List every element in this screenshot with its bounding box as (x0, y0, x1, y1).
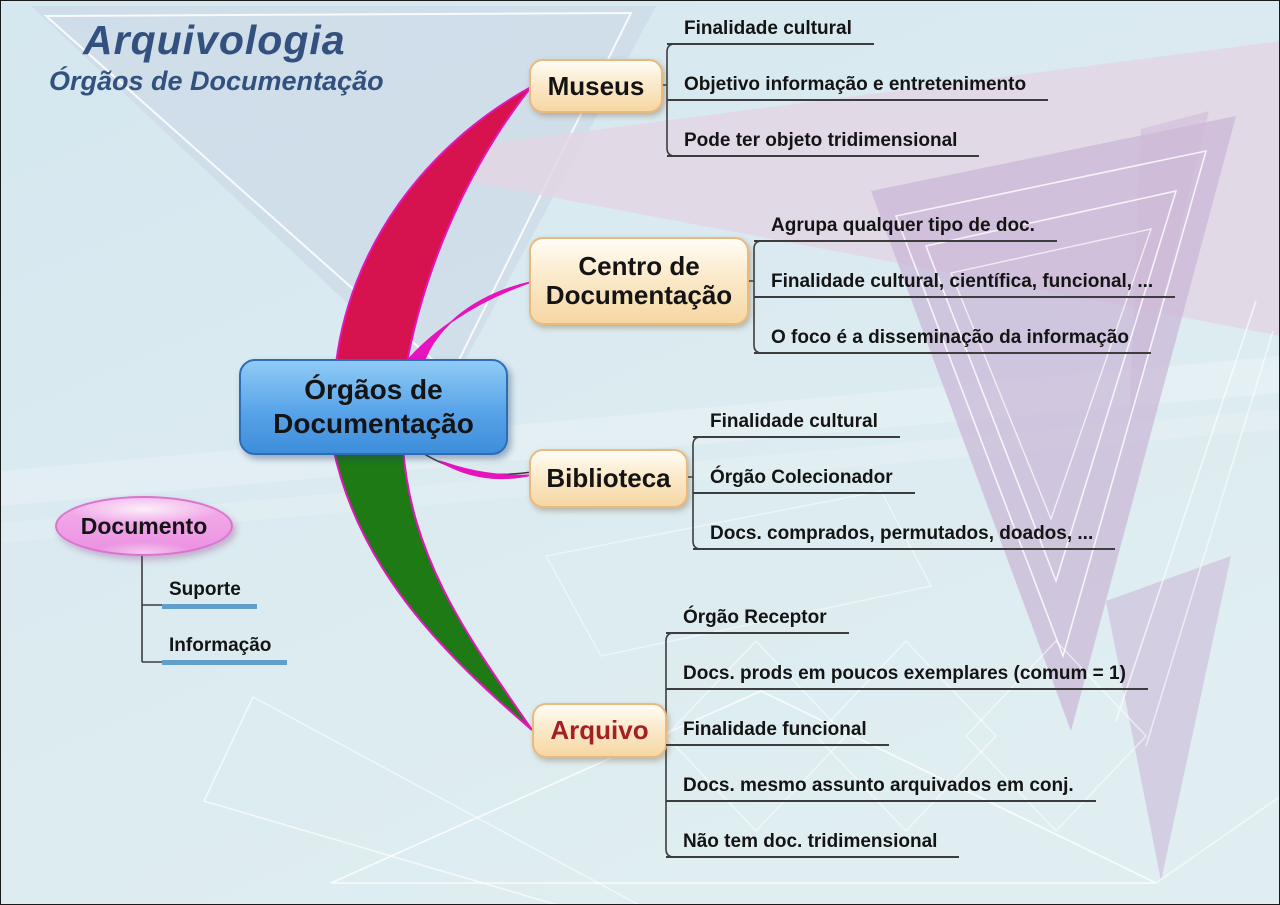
documento-child[interactable]: Suporte (162, 578, 257, 609)
museus-child[interactable]: Objetivo informação e entretenimento (667, 73, 1049, 101)
centro-child[interactable]: O foco é a disseminação da informação (754, 326, 1151, 354)
museus-child[interactable]: Finalidade cultural (667, 17, 874, 45)
biblioteca-child[interactable]: Órgão Colecionador (693, 466, 915, 494)
node-arquivo[interactable]: Arquivo (532, 703, 667, 758)
biblioteca-child[interactable]: Finalidade cultural (693, 410, 900, 438)
arquivo-child[interactable]: Órgão Receptor (666, 606, 849, 634)
arquivo-child[interactable]: Finalidade funcional (666, 718, 889, 746)
arquivo-child[interactable]: Docs. prods em poucos exemplares (comum … (666, 662, 1148, 690)
arquivo-child[interactable]: Não tem doc. tridimensional (666, 830, 960, 858)
title-block: Arquivologia Órgãos de Documentação (49, 17, 384, 97)
edge-arquivo (331, 446, 533, 731)
connector-documento-children (141, 551, 162, 663)
node-root[interactable]: Órgãos de Documentação (239, 359, 508, 455)
centro-child[interactable]: Agrupa qualquer tipo de doc. (754, 214, 1057, 242)
centro-child[interactable]: Finalidade cultural, científica, funcion… (754, 270, 1176, 298)
museus-child[interactable]: Pode ter objeto tridimensional (667, 129, 980, 157)
documento-child[interactable]: Informação (162, 634, 288, 665)
node-museus[interactable]: Museus (529, 59, 663, 113)
arquivo-child[interactable]: Docs. mesmo assunto arquivados em conj. (666, 774, 1096, 802)
biblioteca-child[interactable]: Docs. comprados, permutados, doados, ... (693, 522, 1116, 550)
node-biblioteca[interactable]: Biblioteca (529, 449, 688, 508)
node-documento[interactable]: Documento (55, 496, 233, 556)
background-shapes (1, 6, 1279, 904)
node-centro-documentacao[interactable]: Centro de Documentação (529, 237, 749, 325)
page-title: Arquivologia (83, 17, 346, 63)
page-subtitle: Órgãos de Documentação (49, 66, 384, 96)
